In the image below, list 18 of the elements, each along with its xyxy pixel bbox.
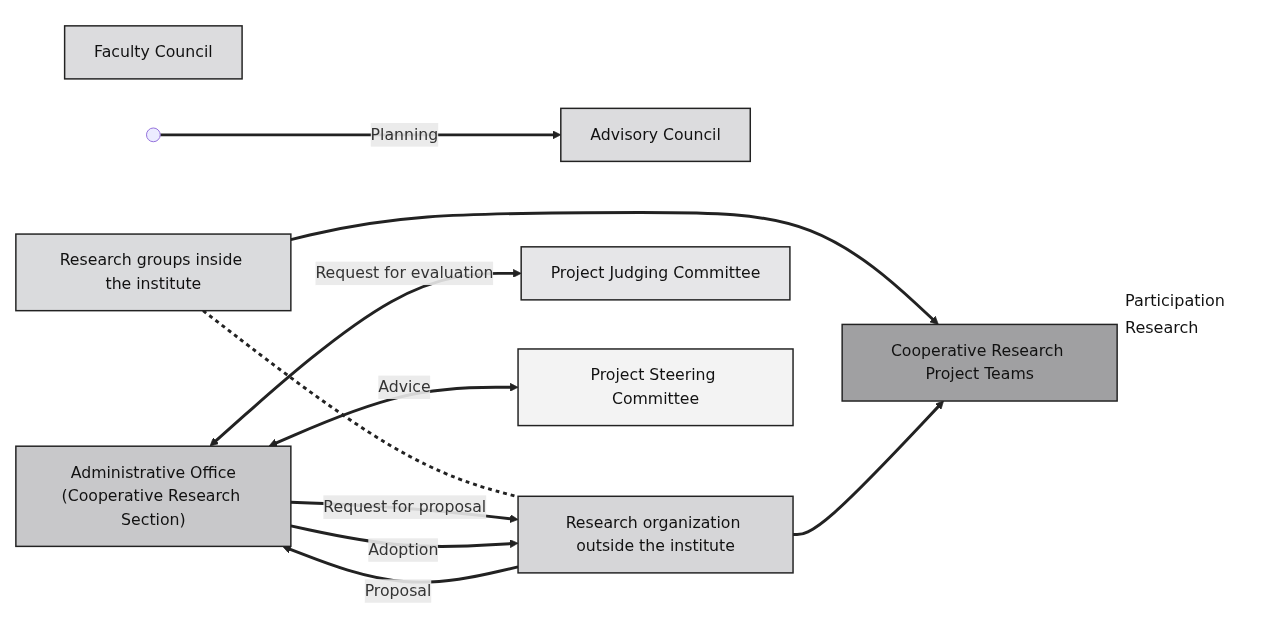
arrow bbox=[793, 400, 944, 536]
note-text: Participation bbox=[1125, 291, 1226, 310]
note-text: Research bbox=[1125, 318, 1200, 337]
edge-label: Proposal bbox=[364, 580, 432, 600]
node-box: Administrative Office (Cooperative Research Section) bbox=[15, 445, 292, 547]
arrow bbox=[290, 210, 939, 325]
node-box: Cooperative Research Project Teams bbox=[841, 323, 1118, 402]
edge-label: Planning bbox=[370, 124, 439, 144]
node-box: Research groups inside the institute bbox=[15, 233, 292, 312]
edge-label: Adoption bbox=[368, 539, 439, 559]
edge-label: Request for proposal bbox=[323, 496, 487, 516]
node-box: Project Judging Committee bbox=[520, 245, 791, 301]
node-box: Project Steering Committee bbox=[517, 347, 794, 426]
edge-label: Advice bbox=[378, 377, 431, 396]
node-box: Advisory Council bbox=[560, 107, 751, 162]
node-box: Research organization outside the institute bbox=[517, 495, 794, 574]
node-box: Faculty Council bbox=[63, 24, 243, 80]
edge-label: Request for evaluation bbox=[315, 263, 494, 282]
